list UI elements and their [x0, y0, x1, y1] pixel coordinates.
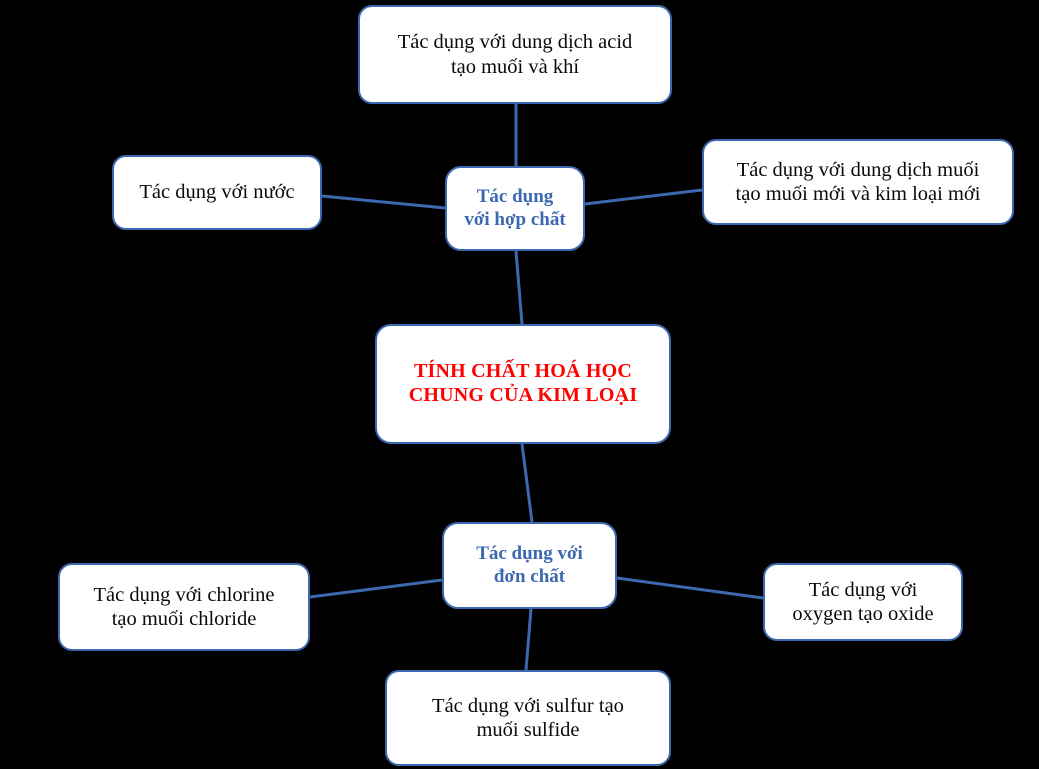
hub-label: Tác dụng với hợp chất [464, 186, 566, 230]
connector-chlorine-to-donchat [309, 578, 443, 599]
node-label: Tác dụng với nước [139, 181, 295, 204]
connector-hopchat-to-center [514, 250, 524, 325]
hub-label: Tác dụng với đơn chất [476, 543, 583, 587]
node-label: Tác dụng với dung dịch muối tạo muối mới… [735, 158, 981, 205]
node-tac-dung-voi-oxygen[interactable]: Tác dụng với oxygen tạo oxide [763, 563, 963, 641]
hub-tac-dung-voi-don-chat[interactable]: Tác dụng với đơn chất [442, 522, 617, 609]
connector-hopchat-to-dungdichmuoi [584, 188, 703, 206]
hub-tac-dung-voi-hop-chat[interactable]: Tác dụng với hợp chất [445, 166, 585, 251]
node-tac-dung-voi-dung-dich-muoi[interactable]: Tác dụng với dung dịch muối tạo muối mới… [702, 139, 1014, 225]
node-tac-dung-voi-chlorine[interactable]: Tác dụng với chlorine tạo muối chloride [58, 563, 310, 651]
node-label: Tác dụng với chlorine tạo muối chloride [93, 583, 275, 630]
connector-donchat-to-sulfur [524, 608, 533, 671]
node-label: Tác dụng với oxygen tạo oxide [792, 578, 934, 625]
node-label: Tác dụng với dung dịch acid tạo muối và … [397, 31, 633, 78]
connector-donchat-to-oxygen [616, 576, 764, 600]
center-title: TÍNH CHẤT HOÁ HỌC CHUNG CỦA KIM LOẠI [408, 360, 638, 406]
node-label: Tác dụng với sulfur tạo muối sulfide [432, 694, 624, 741]
node-tac-dung-voi-sulfur[interactable]: Tác dụng với sulfur tạo muối sulfide [385, 670, 671, 766]
node-tac-dung-voi-nuoc[interactable]: Tác dụng với nước [112, 155, 322, 230]
connector-center-to-donchat [520, 443, 534, 523]
center-node-tinh-chat-hoa-hoc-chung-cua-kim-loai[interactable]: TÍNH CHẤT HOÁ HỌC CHUNG CỦA KIM LOẠI [375, 324, 671, 444]
node-tac-dung-voi-dung-dich-acid[interactable]: Tác dụng với dung dịch acid tạo muối và … [358, 5, 672, 104]
connector-nuoc-to-hopchat [321, 194, 446, 210]
